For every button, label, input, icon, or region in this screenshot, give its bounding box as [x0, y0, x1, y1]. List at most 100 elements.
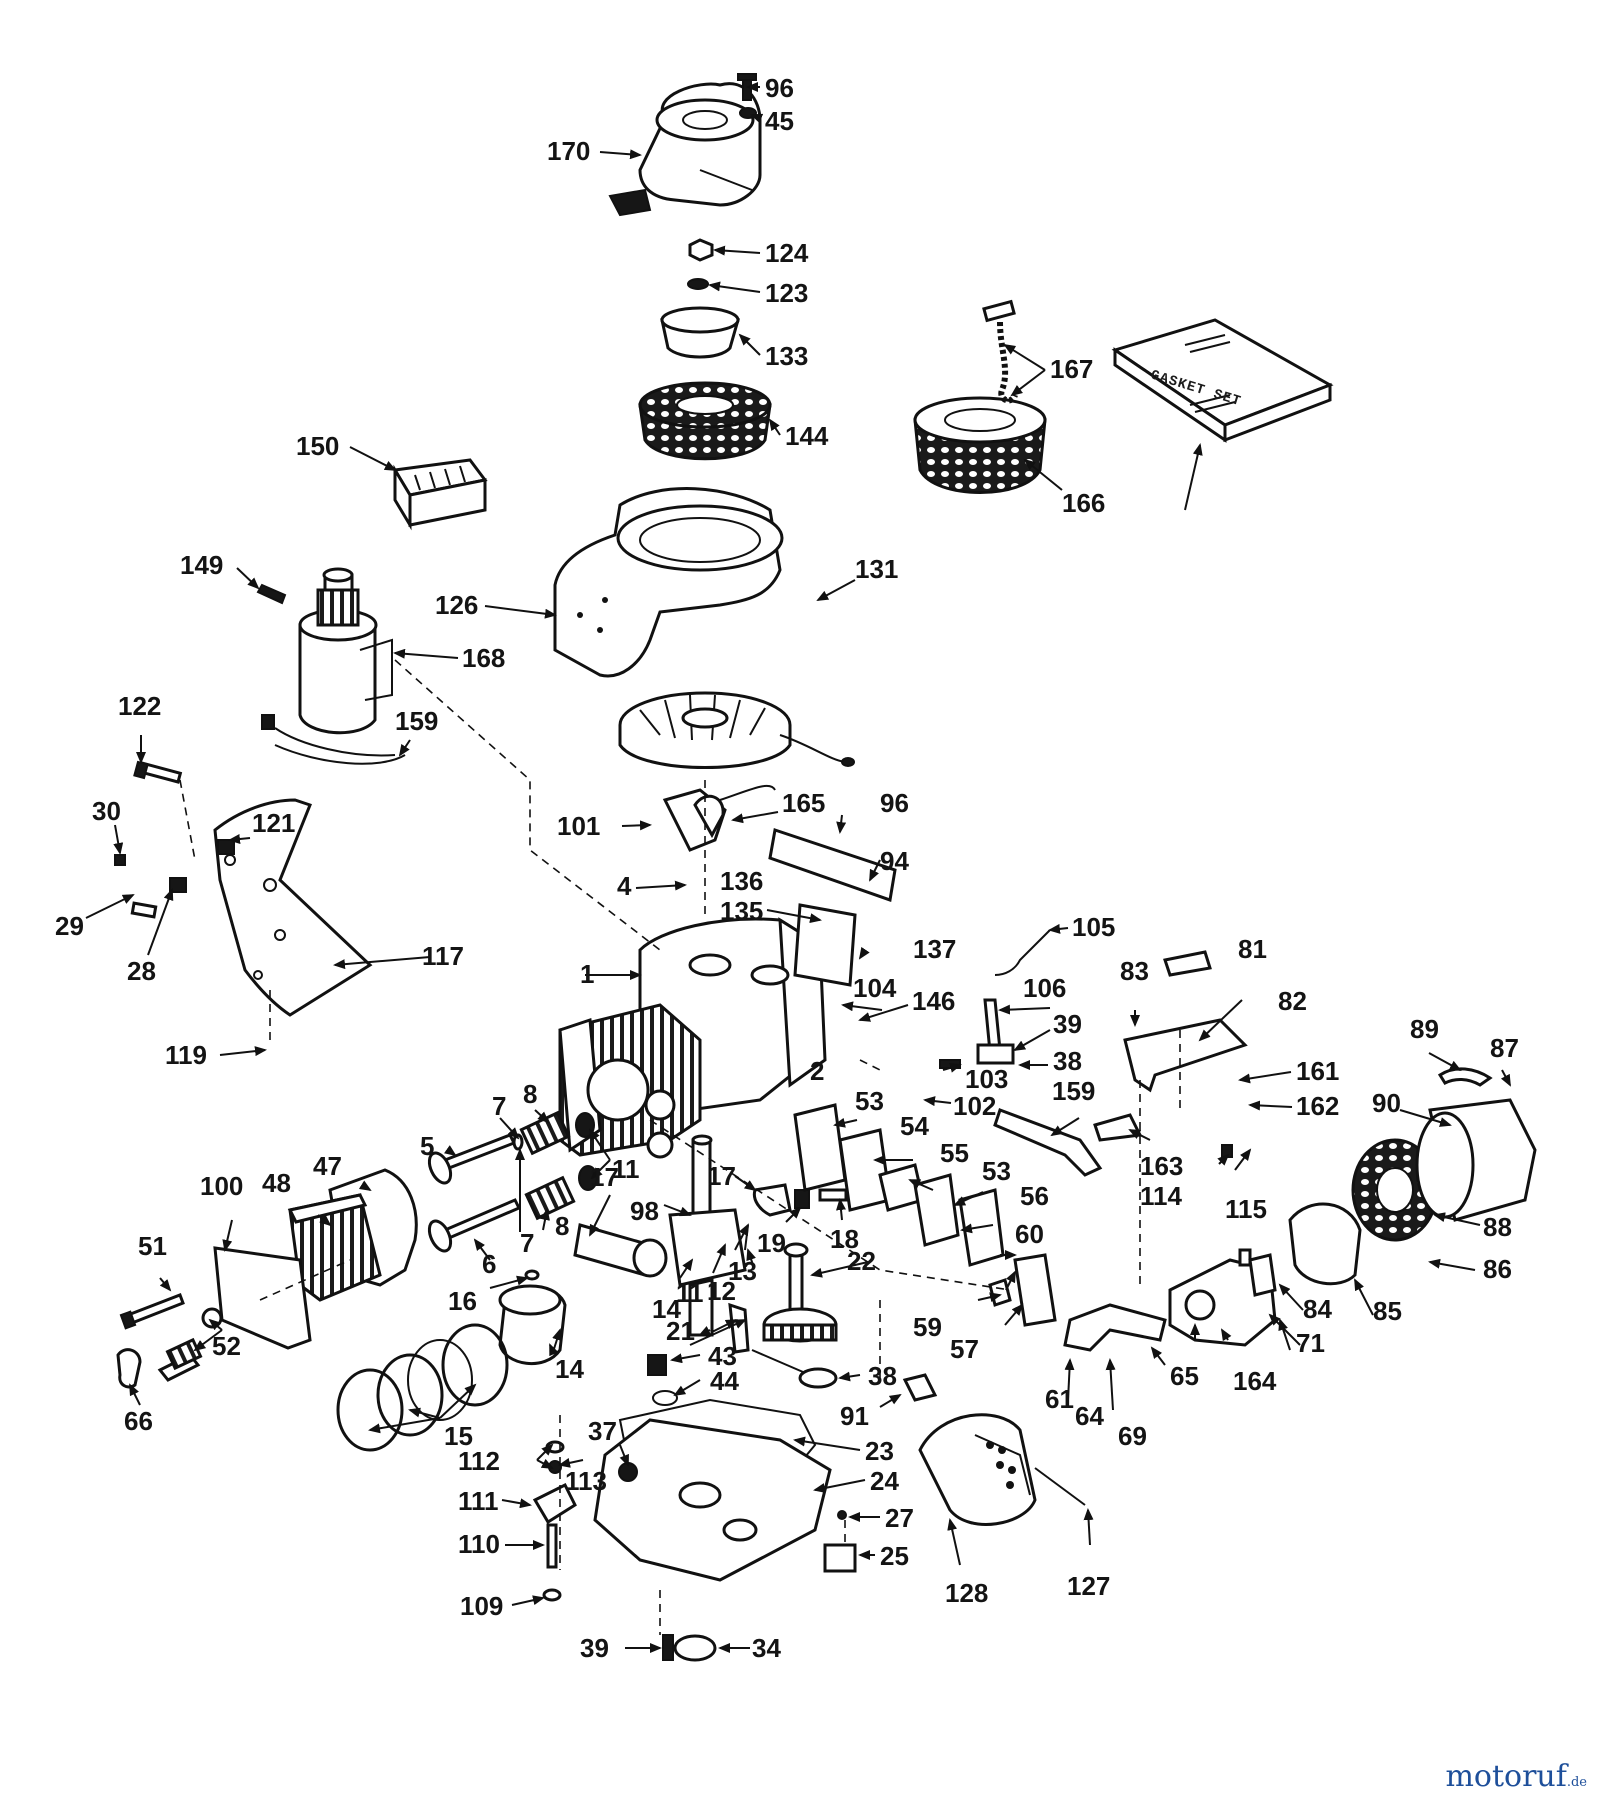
part-38-governor-link [751, 1349, 838, 1389]
callout-104: 104 [853, 973, 897, 1003]
callout-112: 112 [458, 1446, 500, 1476]
part-109-cap [542, 1588, 562, 1602]
part-166-screen [913, 396, 1047, 494]
part-98-crankshaft [668, 1134, 747, 1337]
callout-149: 149 [180, 550, 223, 580]
callout-45: 45 [765, 106, 794, 136]
callout-11: 11 [676, 1278, 704, 1308]
callout-17-2: 17 [707, 1161, 736, 1191]
part-39-drain-screw [662, 1634, 674, 1661]
part-53-gasket [793, 1103, 847, 1192]
part-133-starter-cup [660, 306, 740, 359]
part-82-control-bracket [1123, 1018, 1248, 1093]
part-128-muffler [918, 1413, 1037, 1526]
callout-162: 162 [1296, 1091, 1339, 1121]
callout-4: 4 [617, 871, 632, 901]
callout-arrows [85, 82, 1511, 1653]
part-43-oil-plug [647, 1354, 667, 1376]
callout-127: 127 [1067, 1571, 1110, 1601]
callout-89: 89 [1410, 1014, 1439, 1044]
callout-48: 48 [262, 1168, 291, 1198]
part-18-rod-bolt [818, 1188, 848, 1202]
part-117-shield [213, 798, 373, 1017]
part-51-head-bolt [119, 1293, 185, 1330]
motoruf-watermark-logo: motoruf.de [1445, 1759, 1587, 1794]
part-53-gasket-2 [913, 1173, 960, 1247]
callout-18: 18 [830, 1224, 859, 1254]
part-66-terminal-cap [116, 1348, 142, 1389]
part-30-screw [114, 854, 126, 866]
part-48-cylinder-head [287, 1193, 382, 1302]
part-8-valve-spring [519, 1110, 576, 1221]
callout-96: 96 [880, 788, 909, 818]
callout-2: 2 [810, 1056, 824, 1086]
part-81-label [1163, 950, 1212, 977]
callout-27: 27 [885, 1503, 914, 1533]
part-17-connecting-rod [573, 1223, 668, 1278]
callout-166: 166 [1062, 488, 1105, 518]
part-144-rotating-screen [638, 381, 772, 461]
part-85-air-cleaner-base [1288, 1202, 1362, 1286]
callout-101: 101 [557, 811, 600, 841]
part-34-oil-seal [673, 1634, 717, 1662]
part-94-air-guide [768, 828, 897, 903]
callout-57: 57 [950, 1334, 979, 1364]
callout-136: 135 [720, 896, 763, 926]
callout-138: 137 [913, 934, 956, 964]
callout-17: 17 [590, 1162, 619, 1192]
callout-98: 98 [630, 1196, 659, 1226]
part-170-gasket-set [1111, 318, 1334, 443]
callout-90: 90 [1372, 1088, 1401, 1118]
callout-28: 28 [127, 956, 156, 986]
part-6-valve [427, 1198, 522, 1253]
watermark-tld: .de [1566, 1775, 1587, 1790]
callout-66: 66 [124, 1406, 153, 1436]
callout-8: 8 [523, 1079, 537, 1109]
callout-47: 47 [313, 1151, 342, 1181]
callout-16: 16 [448, 1286, 477, 1316]
callout-94: 94 [880, 846, 909, 876]
callout-124: 124 [765, 238, 809, 268]
part-37-seal [618, 1462, 638, 1482]
part-168-electric-starter [261, 567, 396, 757]
callout-159: 159 [395, 706, 438, 736]
part-27-screw [837, 1510, 847, 1520]
callout-122: 121 [252, 808, 295, 838]
part-100-bracket [213, 1246, 312, 1350]
callout-150: 150 [296, 431, 339, 461]
part-19-lock [794, 1189, 810, 1209]
part-61-intake-tube [1063, 1303, 1167, 1352]
part-122-clip [217, 839, 235, 855]
part-44-seal [652, 1390, 678, 1406]
callout-52: 52 [212, 1331, 241, 1361]
callout-65: 65 [1170, 1361, 1199, 1391]
callout-labels: 96 45 170 124 123 133 144 150 167 166 GA… [55, 73, 1519, 1663]
callout-86: 86 [1483, 1254, 1512, 1284]
callout-165: 165 [782, 788, 825, 818]
part-149-bolt [256, 583, 287, 605]
callout-121: 122 [118, 691, 161, 721]
callout-88: 88 [1483, 1212, 1512, 1242]
part-91-muffler-gasket [902, 1373, 938, 1402]
callout-34: 34 [752, 1633, 781, 1663]
part-165-armature [662, 784, 776, 852]
part-36-bracket [976, 1043, 1015, 1065]
callout-39: 39 [580, 1633, 609, 1663]
callout-81: 81 [1238, 934, 1267, 964]
part-169-rewind-starter [608, 82, 762, 217]
callout-135: 96 [765, 73, 794, 103]
callout-119: 119 [165, 1040, 207, 1070]
callout-105: 105 [1072, 912, 1115, 942]
part-159-strap [274, 744, 406, 765]
callout-13: 14 [652, 1294, 681, 1324]
callout-1: 1 [580, 959, 594, 989]
part-59-stud [988, 1278, 1012, 1307]
callout-38: 38 [868, 1361, 897, 1391]
part-121-bolt [133, 760, 183, 784]
callout-51: 51 [138, 1231, 167, 1261]
part-137-plate [793, 903, 857, 987]
part-60-gasket [1013, 1253, 1057, 1327]
part-127-muffler-bolt [1034, 1467, 1086, 1506]
callout-53-2: 53 [982, 1156, 1011, 1186]
callout-83: 83 [1120, 956, 1149, 986]
